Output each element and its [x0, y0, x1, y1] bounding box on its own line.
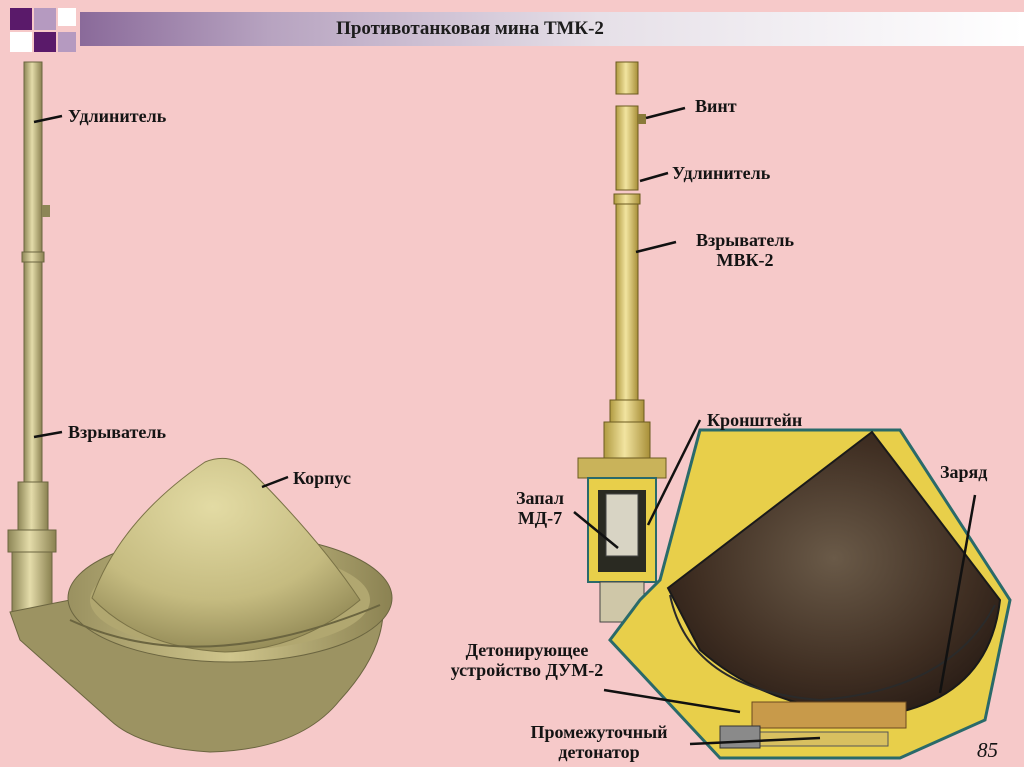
- label-right-fuze: Взрыватель МВК-2: [680, 230, 810, 270]
- label-detonating-line2: устройство ДУМ-2: [450, 660, 604, 680]
- right-rod-assembly: [577, 61, 667, 479]
- label-body: Корпус: [293, 468, 351, 488]
- deco-square: [10, 8, 32, 30]
- deco-square: [34, 32, 56, 52]
- label-right-extender: Удлинитель: [672, 163, 771, 183]
- label-intermediate-line1: Промежуточный: [530, 722, 668, 742]
- label-right-fuze-line1: Взрыватель: [695, 230, 794, 250]
- deco-square: [34, 8, 56, 30]
- deco-square: [58, 32, 76, 52]
- label-detonating-line1: Детонирующее: [465, 640, 589, 660]
- left-extender-rod: [21, 61, 50, 483]
- label-intermediate-detonator: Промежуточный детонатор: [510, 722, 688, 762]
- left-mine-body: [9, 457, 393, 753]
- slide-title: Противотанковая мина ТМК-2: [336, 18, 604, 39]
- left-pointer-lines: [33, 114, 289, 489]
- label-bracket: Кронштейн: [707, 410, 803, 430]
- label-right-fuze-line2: МВК-2: [716, 250, 774, 270]
- left-mine-illustration: [7, 61, 393, 753]
- deco-square: [58, 8, 76, 26]
- title-bar: [80, 12, 1024, 46]
- label-detonating-device: Детонирующее устройство ДУМ-2: [444, 640, 610, 680]
- deco-square: [10, 32, 32, 52]
- page-number: 85: [977, 738, 998, 762]
- label-primer-line2: МД-7: [517, 508, 563, 528]
- label-extender: Удлинитель: [68, 106, 167, 126]
- left-fuze: [7, 481, 57, 615]
- right-pointer-lines: [573, 106, 977, 746]
- label-primer: Запал МД-7: [504, 488, 576, 528]
- label-charge: Заряд: [940, 462, 988, 482]
- label-primer-line1: Запал: [516, 488, 564, 508]
- right-mine-cross-section: [573, 61, 1012, 760]
- right-fuze-housing: [587, 477, 657, 623]
- label-fuze: Взрыватель: [68, 422, 167, 442]
- label-screw: Винт: [695, 96, 737, 116]
- label-intermediate-line2: детонатор: [558, 742, 640, 762]
